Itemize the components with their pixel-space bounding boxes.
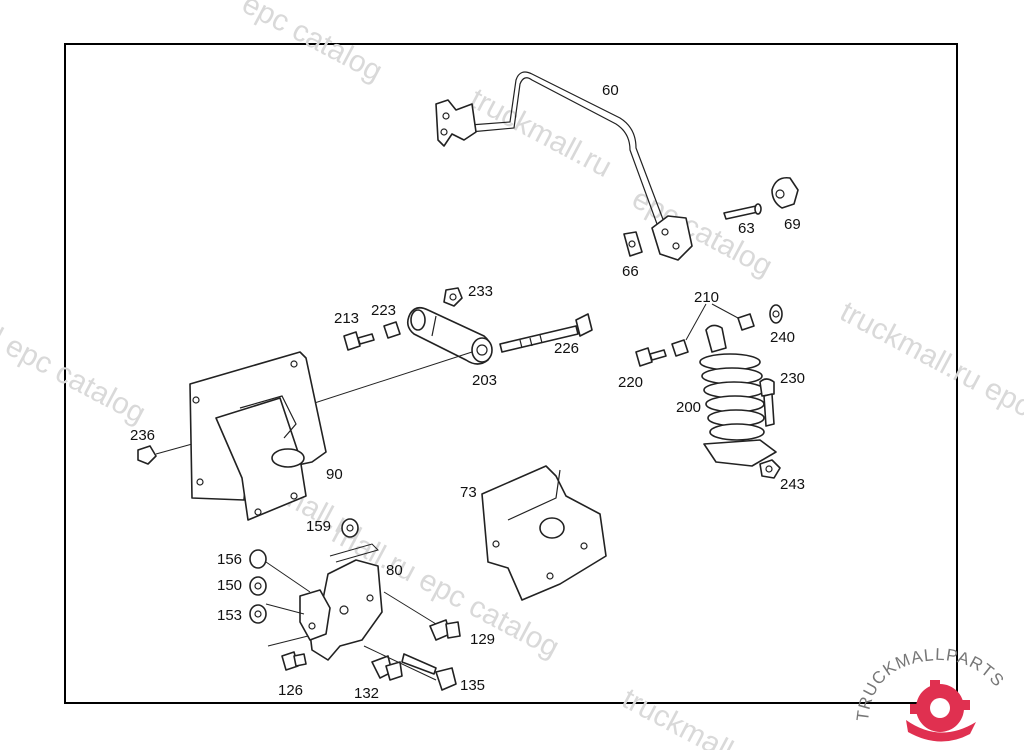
part-233-nut: 233 [443,283,493,307]
callout-223: 213 [334,310,359,327]
part-90-bracket: 90 [189,351,343,521]
callout-150: 150 [217,577,242,594]
part-60-stabilizer-bar: 60 [435,71,693,261]
watermark-text: epc catalog [627,182,778,283]
part-203-damper: 203 [406,306,497,389]
callout-135: 135 [460,677,485,694]
callout-132: 132 [354,685,379,702]
callout-80: 80 [386,562,403,579]
callout-240: 240 [770,329,795,346]
callout-243: 243 [780,476,805,493]
part-200-coil-spring: 200 [676,324,777,467]
part-135-bolt: 135 [363,645,485,694]
part-150-washer: 150 [217,576,267,596]
part-73-bracket: 73 [460,465,607,601]
callout-203: 203 [472,372,497,389]
part-223-bolt: 213 [334,310,375,351]
callout-126: 126 [278,682,303,699]
callout-69: 69 [784,216,801,233]
callout-66: 66 [622,263,639,280]
callout-73: 73 [460,484,477,501]
part-240-washer: 240 [769,304,795,346]
part-153-washer: 153 [217,603,305,624]
part-220-bolt: 220 [618,347,667,391]
part-132-bolt: 132 [354,655,403,702]
callout-200: 200 [676,399,701,416]
part-243-nut: 243 [759,459,805,493]
part-159-washer: 159 [306,518,379,563]
truckmallparts-logo: TRUCKMALLPARTS [853,645,1007,742]
watermark-text: l epc catalog [0,322,151,430]
part-80-bracket-assembly: 80 [299,559,403,661]
drawing-frame [64,43,958,704]
callout-60: 60 [602,82,619,99]
callout-63: 63 [738,220,755,237]
callout-226: 226 [554,340,579,357]
part-69-bushing: 69 [771,176,801,233]
part-129-bolt: 129 [383,591,495,648]
callout-213: 223 [371,302,396,319]
part-63-pin: 63 [723,203,762,237]
callout-153: 153 [217,607,242,624]
part-156-nut: 156 [217,549,311,593]
callout-220: 220 [618,374,643,391]
part-210-bushings: 210 [671,289,755,357]
callout-233: 233 [468,283,493,300]
watermark-text: truckmall.ru epc [835,295,1024,424]
callout-210: 210 [694,289,719,306]
watermark-text: truckmall.ru [465,82,617,184]
part-66-clip: 66 [622,231,643,280]
callout-236: 236 [130,427,155,444]
callout-156: 156 [217,551,242,568]
callout-159: 159 [306,518,331,535]
watermark-text: epc catalog [237,0,388,88]
callout-230: 230 [780,370,805,387]
watermark-text: truckmall [617,682,738,750]
part-126-bolt: 126 [267,635,309,699]
part-213-bushing: 223 [371,302,401,339]
callout-90: 90 [326,466,343,483]
part-230-bolt: 230 [759,370,805,427]
part-226-bolt: 226 [499,313,593,357]
callout-129: 129 [470,631,495,648]
